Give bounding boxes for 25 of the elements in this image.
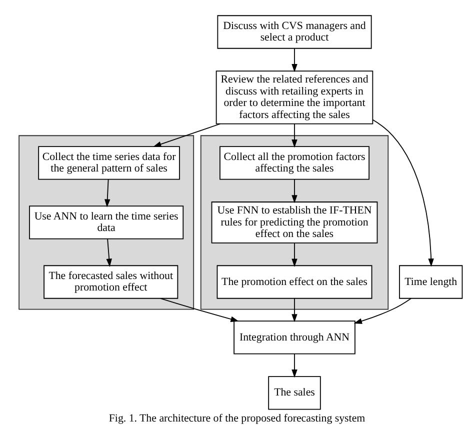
arrow <box>292 352 298 378</box>
cluster <box>200 134 389 310</box>
node-box: Use ANN to learn the time series data <box>29 205 184 239</box>
node-box: Time length <box>399 264 463 298</box>
arrow <box>106 238 112 266</box>
node-box: Collect the time series data for the general pattern of sales <box>38 146 180 180</box>
arrow <box>153 122 221 146</box>
node-box: Collect all the promotion factors affecting the sales <box>220 146 370 180</box>
node-box: Integration through ANN <box>234 320 356 354</box>
arrow <box>292 178 298 203</box>
node-box: Use FNN to establish the IF-THEN rules for predicting the promotion effect on the sales <box>211 201 378 243</box>
caption: Fig. 1. The architecture of the proposed forecasting system <box>108 412 366 424</box>
arrow <box>292 122 298 148</box>
node-box: The promotion effect on the sales <box>216 264 372 298</box>
node-box: The forecasted sales without promotion effect <box>44 264 178 298</box>
arrow <box>104 178 110 207</box>
node-box: The sales <box>268 376 321 410</box>
arrow <box>292 242 298 266</box>
arrow <box>292 297 298 322</box>
node-box: Review the related references and discuss with retailing experts in order to determine the important factors affecting the sales <box>216 70 374 124</box>
arrow <box>372 118 434 266</box>
node-box: Discuss with CVS managers and select a product <box>217 14 372 48</box>
arrow <box>354 298 412 324</box>
cluster <box>18 134 194 310</box>
arrow <box>292 48 298 72</box>
